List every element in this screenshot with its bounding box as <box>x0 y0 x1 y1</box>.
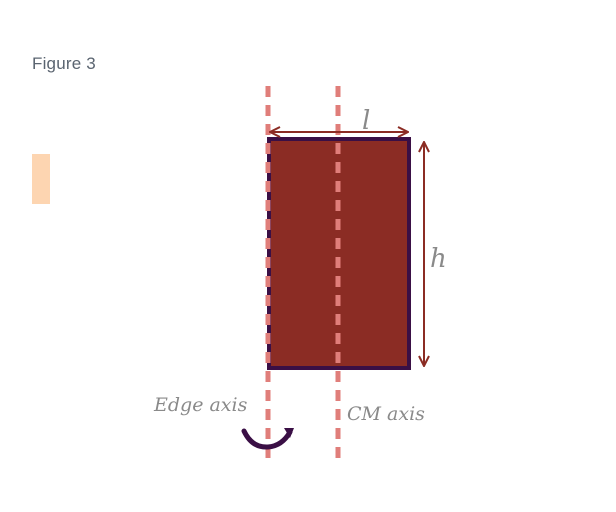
rotation-arrowhead-icon <box>284 428 294 438</box>
cm-axis-label: CM axis <box>347 403 425 425</box>
height-label: h <box>430 244 447 274</box>
figure-title: Figure 3 <box>32 54 96 73</box>
rotation-arrow-icon <box>241 428 293 450</box>
length-label: l <box>362 106 370 136</box>
rod-rectangle <box>267 137 411 370</box>
edge-axis-label: Edge axis <box>153 394 248 416</box>
side-marker <box>32 154 50 204</box>
